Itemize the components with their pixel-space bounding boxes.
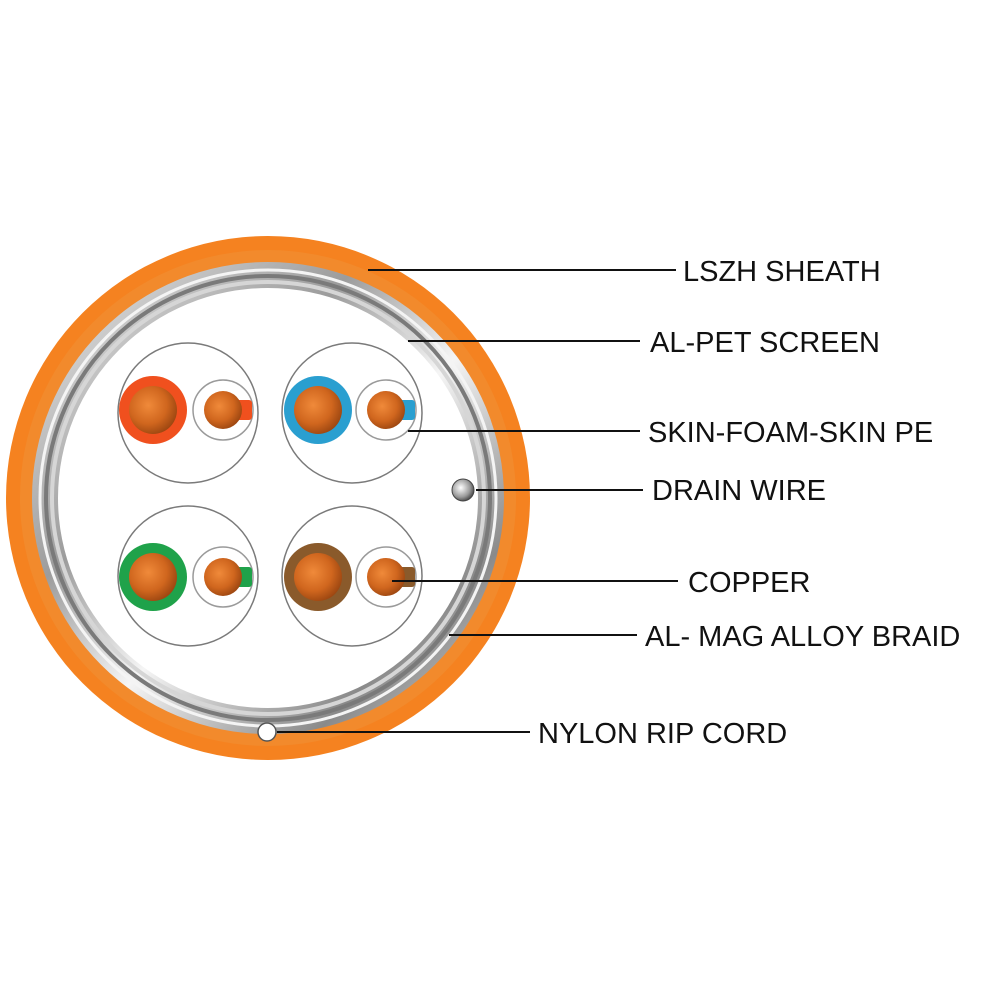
label-skin-foam-skin-pe: SKIN-FOAM-SKIN PE	[648, 417, 933, 449]
twisted-pair-green	[117, 505, 259, 647]
nylon-rip-cord	[257, 722, 277, 742]
drain-wire	[451, 478, 475, 502]
label-al-pet-screen: AL-PET SCREEN	[650, 327, 880, 359]
al-pet-screen	[44, 274, 492, 722]
label-lszh-sheath: LSZH SHEATH	[683, 256, 881, 288]
twisted-pair-brown	[281, 505, 423, 647]
cable-core	[58, 288, 478, 708]
screen-inner-ring	[50, 280, 486, 716]
label-nylon-rip-cord: NYLON RIP CORD	[538, 718, 787, 750]
label-al-mag-alloy-braid: AL- MAG ALLOY BRAID	[645, 621, 960, 653]
twisted-pair-orange	[117, 342, 259, 484]
label-drain-wire: DRAIN WIRE	[652, 475, 826, 507]
label-copper: COPPER	[688, 567, 810, 599]
twisted-pair-blue	[281, 342, 423, 484]
